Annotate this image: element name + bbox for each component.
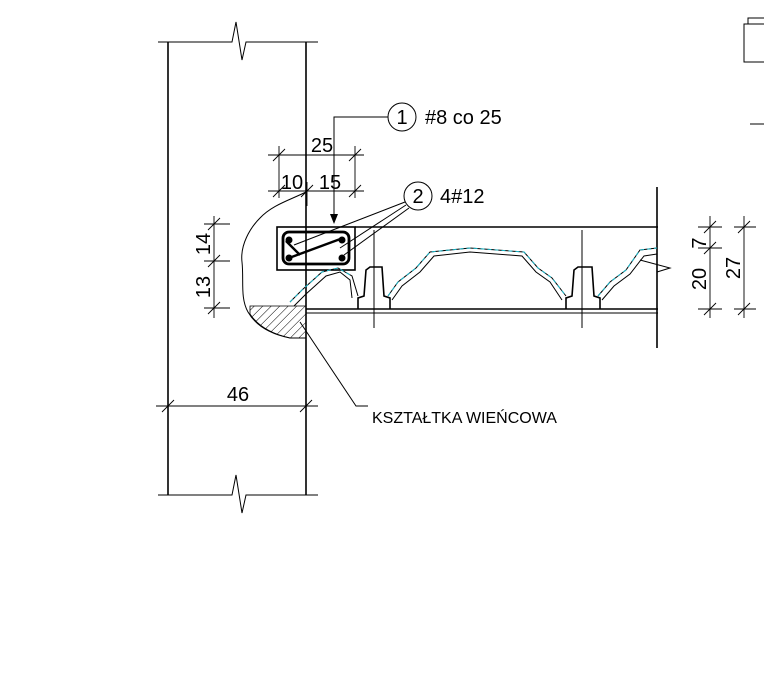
floor-slab	[289, 187, 672, 348]
dim-right-a: 7	[689, 237, 711, 248]
dim-wall-width: 46	[227, 384, 249, 406]
breakout-outline	[241, 191, 307, 339]
right-edge-fragment	[743, 17, 764, 125]
joist-2	[565, 266, 601, 309]
wall-width-dimension: 46	[156, 384, 318, 413]
rebar-dot	[285, 236, 293, 244]
rebar-dot	[338, 236, 346, 244]
dim-left-upper: 14	[193, 233, 215, 255]
wall	[158, 21, 318, 514]
ring-formwork-text: KSZTAŁTKA WIEŃCOWA	[372, 408, 557, 427]
left-dimension: 14 13	[193, 216, 230, 318]
joist-1	[357, 266, 391, 309]
top-dimension: 25 10 15	[268, 135, 364, 206]
bottom-break-line	[158, 474, 318, 514]
callout-2-number: 2	[412, 186, 423, 208]
hollow-block-1	[387, 247, 567, 297]
ring-formwork-label: KSZTAŁTKA WIEŃCOWA	[299, 321, 557, 427]
callout-1: 1 #8 co 25	[330, 102, 502, 224]
dim-top-left: 10	[281, 172, 303, 194]
hatched-region	[249, 305, 307, 339]
callout-1-number: 1	[396, 107, 407, 129]
rebar-dot	[338, 254, 346, 262]
dim-top-total: 25	[311, 135, 333, 157]
dim-right-b: 20	[689, 268, 711, 290]
top-break-line	[158, 21, 318, 61]
callout-2-text: 4#12	[440, 186, 485, 208]
rebar-dot	[285, 254, 293, 262]
dim-right-total: 27	[723, 257, 745, 279]
callout-2: 2 4#12	[293, 181, 485, 256]
right-dimension: 7 20 27	[689, 216, 756, 318]
dim-left-lower: 13	[193, 276, 215, 298]
dim-top-right: 15	[319, 172, 341, 194]
ring-beam	[276, 226, 356, 271]
callout-1-text: #8 co 25	[425, 107, 502, 129]
